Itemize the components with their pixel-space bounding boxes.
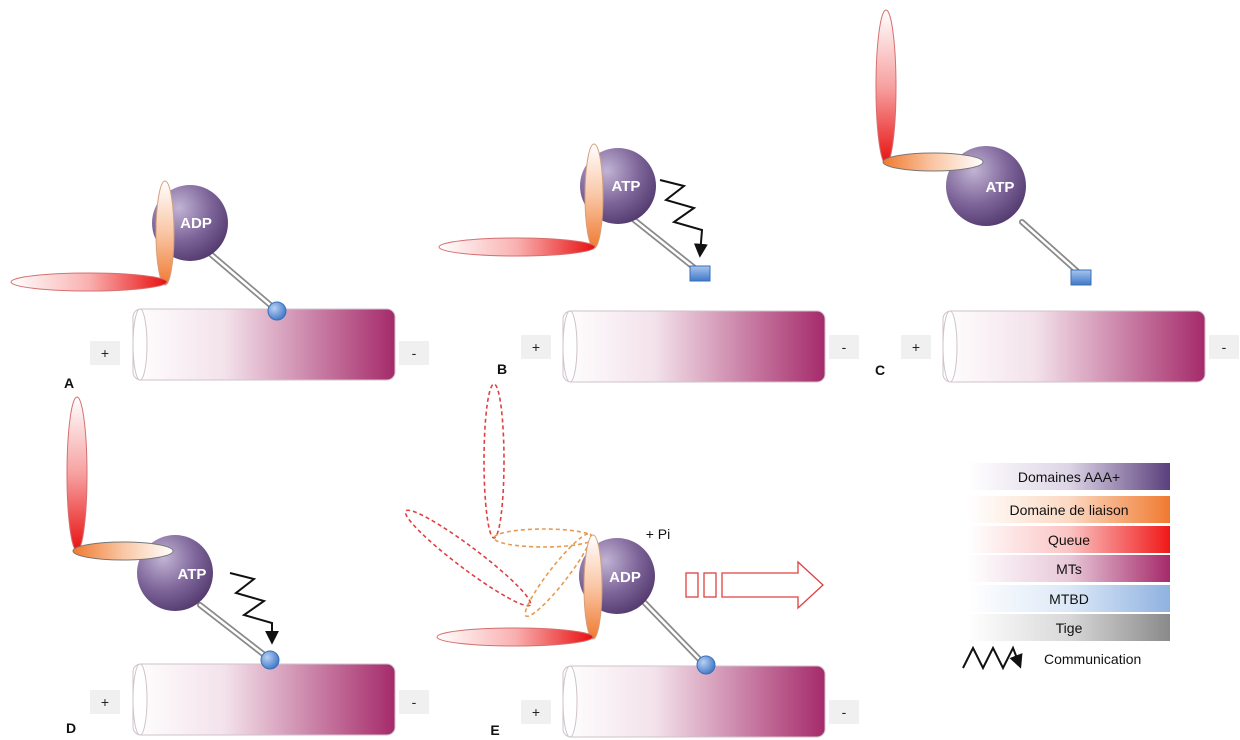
legend-label-mt: MTs (1056, 560, 1082, 577)
minus-end-box (399, 341, 429, 365)
minus-end-label: - (412, 345, 417, 361)
panel-label: C (875, 362, 885, 378)
microtubule (942, 310, 1206, 383)
legend-swatch-mtbd (968, 585, 1170, 612)
minus-end-box (829, 700, 859, 724)
nucleotide-label: ATP (612, 178, 641, 195)
stalk (197, 602, 270, 660)
microtubule (132, 663, 396, 736)
communication-arrow (229, 572, 279, 645)
legend-swatch-aaa (968, 463, 1170, 490)
linker-domain (155, 180, 175, 286)
minus-end-box (399, 690, 429, 714)
legend-label-linker: Domaine de liaison (1009, 501, 1129, 518)
panel-label: E (490, 722, 499, 738)
microtubule (132, 308, 396, 381)
minus-end-label: - (1222, 339, 1227, 355)
stalk (625, 212, 700, 273)
plus-end-box (521, 700, 551, 724)
panel-c: + - ATP C (875, 9, 1239, 383)
panel-a: + - ADP A (10, 180, 429, 391)
previous-conformations (404, 383, 595, 618)
tail (10, 272, 168, 292)
legend-label-aaa: Domaines AAA+ (1017, 468, 1121, 485)
mtbd (1070, 269, 1092, 286)
legend (962, 463, 1170, 671)
panel-label: A (64, 375, 74, 391)
mtbd (689, 265, 711, 282)
plus-end-label: + (532, 704, 540, 720)
plus-end-label: + (532, 339, 540, 355)
nucleotide-label: ADP (180, 215, 212, 232)
tail (875, 9, 897, 165)
legend-swatch-linker (968, 496, 1170, 523)
mtbd (267, 301, 287, 321)
legend-label-communication: Communication (1044, 651, 1142, 667)
plus-end-box (521, 335, 551, 359)
minus-end-box (829, 335, 859, 359)
communication-icon (962, 645, 1023, 671)
panel-e: + - ADP + Pi E (404, 383, 859, 738)
linker-domain (72, 541, 174, 561)
minus-end-label: - (842, 704, 847, 720)
linker-domain (882, 152, 984, 172)
phosphate-release-label: + Pi (646, 526, 671, 542)
linker-domain (583, 534, 603, 640)
mtbd (696, 655, 716, 675)
legend-swatch-mt (968, 555, 1170, 582)
microtubule (562, 665, 826, 738)
plus-end-label: + (101, 345, 109, 361)
plus-end-label: + (101, 694, 109, 710)
plus-end-box (901, 335, 931, 359)
plus-end-label: + (912, 339, 920, 355)
legend-label-tail: Queue (1047, 531, 1091, 548)
stalk (637, 595, 706, 666)
minus-end-box (1209, 335, 1239, 359)
tail (66, 396, 88, 552)
nucleotide-label: ATP (986, 179, 1015, 196)
stalk (197, 242, 278, 312)
panel-b: + - ATP B (438, 143, 859, 383)
microtubule (562, 310, 826, 383)
minus-end-label: - (842, 339, 847, 355)
plus-end-box (90, 690, 120, 714)
legend-label-stalk: Tige (1055, 619, 1083, 636)
movement-arrow (685, 560, 824, 610)
linker-domain (584, 143, 604, 249)
communication-arrow (659, 179, 708, 258)
stalk (1019, 219, 1081, 275)
tail (436, 627, 594, 647)
mtbd (260, 650, 280, 670)
tail (438, 237, 596, 257)
panel-d: + - ATP D (66, 396, 429, 736)
legend-swatch-tail (968, 526, 1170, 553)
panel-label: B (497, 361, 507, 377)
minus-end-label: - (412, 694, 417, 710)
plus-end-box (90, 341, 120, 365)
legend-label-mtbd: MTBD (1049, 590, 1089, 607)
nucleotide-label: ATP (178, 566, 207, 583)
legend-swatch-stalk (968, 614, 1170, 641)
panel-label: D (66, 720, 76, 736)
nucleotide-label: ADP (609, 569, 641, 586)
